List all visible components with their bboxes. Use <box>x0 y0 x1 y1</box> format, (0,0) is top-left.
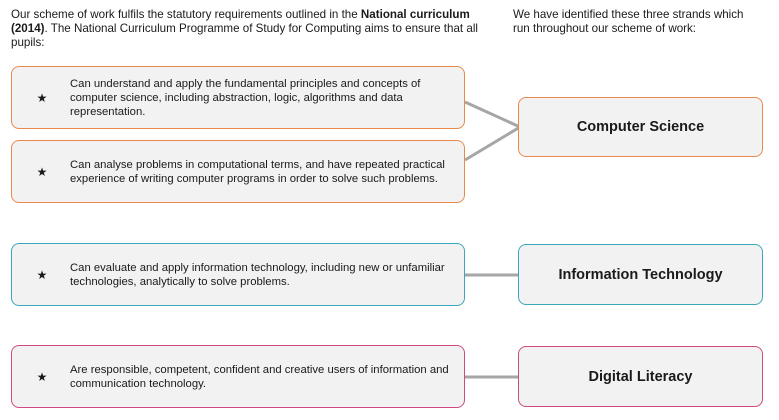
connector-aim2-computer-science <box>464 125 521 162</box>
intro-text-start: Our scheme of work fulfils the statutory… <box>11 8 361 21</box>
intro-bold-year: (2014) <box>11 22 45 35</box>
star-icon: ★ <box>36 164 48 179</box>
star-icon: ★ <box>36 267 48 282</box>
star-icon: ★ <box>36 90 48 105</box>
aim-text: Are responsible, competent, confident an… <box>70 363 449 390</box>
intro-curriculum-text: Our scheme of work fulfils the statutory… <box>11 8 481 50</box>
aim-box-information-technology: ★ Can evaluate and apply information tec… <box>11 243 465 306</box>
intro-strands-text: We have identified these three strands w… <box>513 8 744 35</box>
aim-box-digital-literacy: ★ Are responsible, competent, confident … <box>11 345 465 408</box>
aim-text: Can evaluate and apply information techn… <box>70 261 445 288</box>
intro-bold-curriculum: National curriculum <box>360 8 470 21</box>
aim-box-computational-problems: ★ Can analyse problems in computational … <box>11 140 465 203</box>
strand-digital-literacy: Digital Literacy <box>518 346 763 407</box>
aim-text: Can analyse problems in computational te… <box>70 158 445 185</box>
connector-aim1-computer-science <box>464 100 521 129</box>
star-icon: ★ <box>36 369 48 384</box>
strand-computer-science: Computer Science <box>518 97 763 157</box>
aim-text: Can understand and apply the fundamental… <box>70 77 421 118</box>
strand-information-technology: Information Technology <box>518 244 763 305</box>
aim-box-computer-science-principles: ★ Can understand and apply the fundament… <box>11 66 465 129</box>
intro-text-end: . The National Curriculum Programme of S… <box>11 22 478 49</box>
